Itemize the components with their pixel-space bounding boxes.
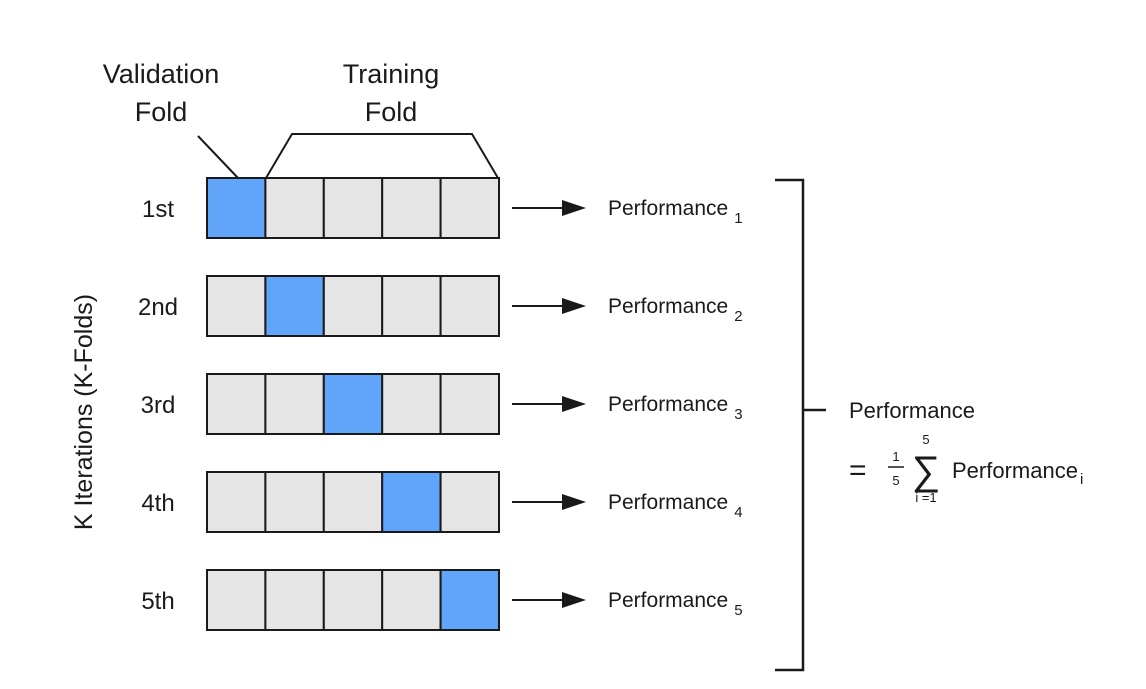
validation-fold-cell [322,373,384,435]
arrow-head-icon [562,396,586,412]
validation-label-line1: Validation [103,59,220,89]
aggregate-bracket [775,178,805,672]
iteration-label: 1st [142,196,174,223]
training-fold-cell [206,275,267,337]
iteration-label: 3rd [141,392,176,419]
training-fold-cell [206,373,267,435]
performance-subscript: 4 [734,504,742,521]
training-fold-cell [439,275,501,337]
arrow-head-icon [562,592,586,608]
validation-pointer-line [197,135,239,179]
training-fold-cell [381,569,442,631]
fraction-denominator: 5 [892,473,899,488]
sum-upper-limit: 5 [922,432,929,447]
arrow-head-icon [562,494,586,510]
sigma-icon: ∑ [912,449,941,493]
training-label-line2: Fold [365,97,418,127]
training-fold-cell [439,373,501,435]
training-fold-cell [381,275,442,337]
training-fold-cell [206,471,267,533]
training-fold-cell [322,471,384,533]
training-fold-cell [264,177,325,239]
iteration-label: 5th [141,588,174,615]
training-fold-cell [322,275,384,337]
performance-subscript: 1 [734,210,742,227]
aggregate-term-subscript: i [1080,471,1083,488]
validation-fold-cell [381,471,442,533]
training-fold-cell [264,471,325,533]
validation-fold-cell [439,569,501,631]
training-fold-cell [264,569,325,631]
training-bracket [265,133,499,179]
training-label-line1: Training [343,59,440,89]
training-fold-cell [206,569,267,631]
validation-fold-cell [264,275,325,337]
performance-subscript: 3 [734,406,742,423]
training-fold-cell [322,569,384,631]
validation-fold-cell [206,177,267,239]
iteration-label: 4th [141,490,174,517]
training-fold-cell [439,471,501,533]
validation-label-line2: Fold [135,97,188,127]
training-fold-cell [381,373,442,435]
training-fold-cell [264,373,325,435]
training-fold-cell [381,177,442,239]
training-fold-cell [439,177,501,239]
fraction-numerator: 1 [892,449,899,464]
sum-lower-limit: i =1 [915,490,936,505]
arrow-head-icon [562,298,586,314]
training-fold-cell [322,177,384,239]
performance-subscript: 2 [734,308,742,325]
aggregate-title: Performance [849,398,975,423]
arrow-head-icon [562,200,586,216]
performance-subscript: 5 [734,602,742,619]
equals-sign: = [849,454,867,487]
k-iterations-axis-label: K Iterations (K-Folds) [70,294,98,530]
iteration-label: 2nd [138,294,178,321]
